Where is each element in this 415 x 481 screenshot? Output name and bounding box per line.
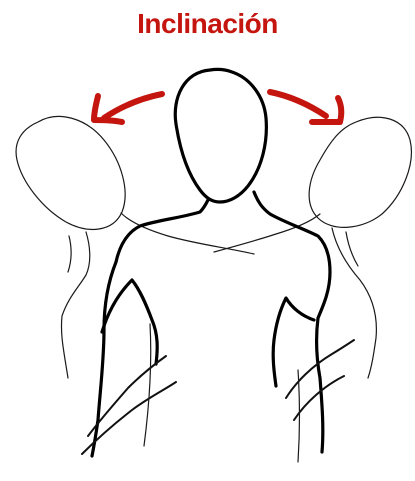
front-body-outline <box>82 192 354 462</box>
left-tilt-arrow <box>94 94 162 122</box>
left-tilted-head-outline <box>16 116 254 378</box>
right-tilt-arrow <box>270 92 341 122</box>
right-tilted-head-outline <box>214 117 411 378</box>
front-head-outline <box>175 69 266 202</box>
